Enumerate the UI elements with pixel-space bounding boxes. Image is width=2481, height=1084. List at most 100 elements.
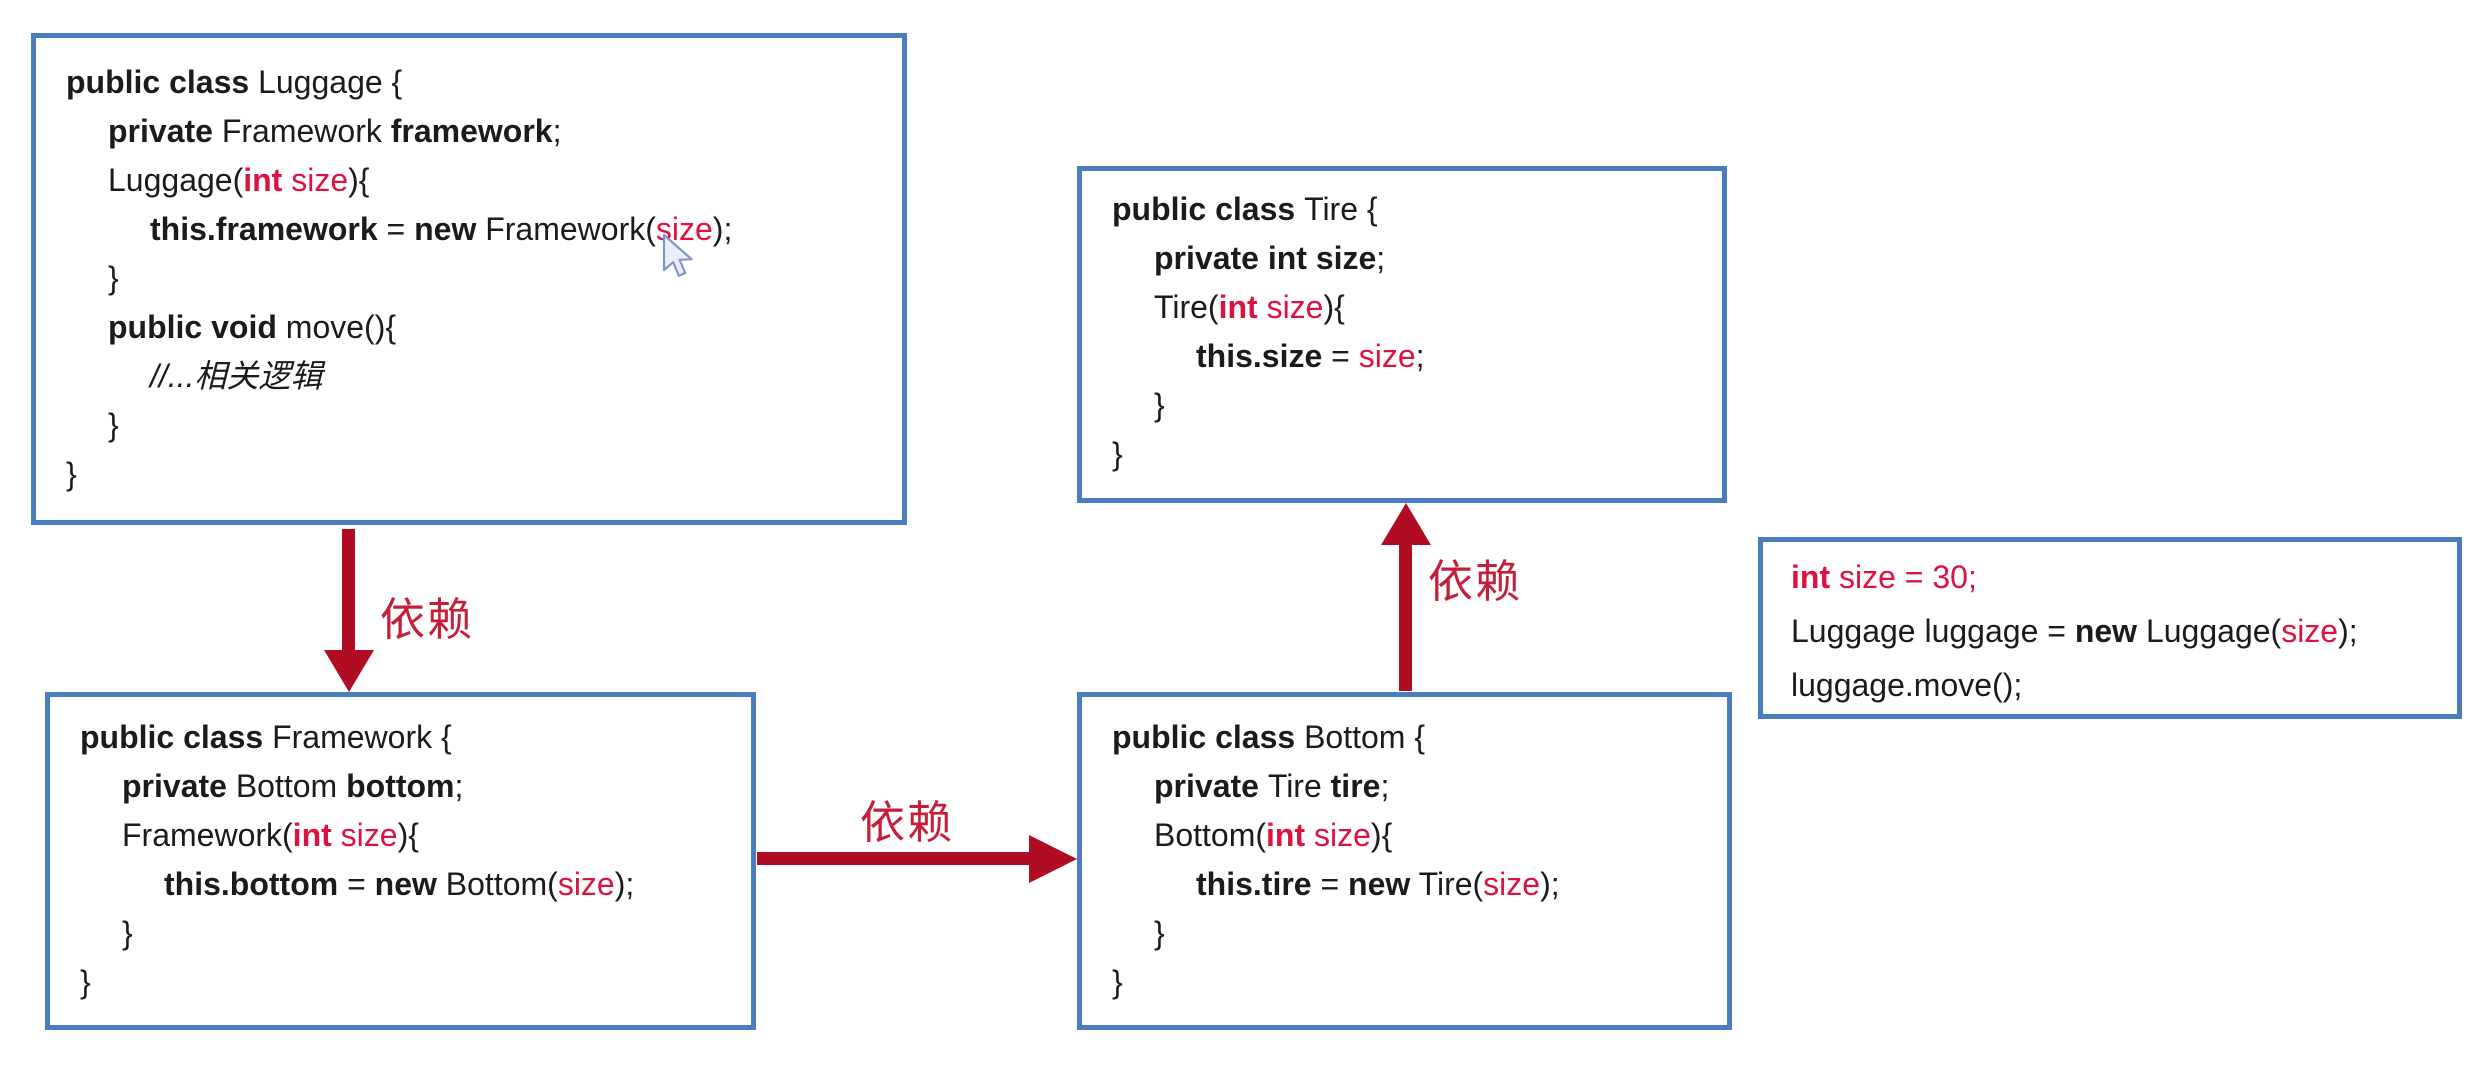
code-line: } [80, 909, 721, 958]
code-token: Luggage { [258, 64, 403, 100]
code-token: } [122, 915, 133, 951]
code-line: } [66, 450, 872, 499]
code-token: Luggage( [2137, 613, 2282, 649]
code-line: public void move(){ [66, 303, 872, 352]
class-box-bottom: public class Bottom {private Tire tire;B… [1077, 692, 1732, 1030]
code-line: Luggage(int size){ [66, 156, 872, 205]
dependency-label-luggage-framework: 依赖 [380, 594, 475, 645]
code-token: ); [1540, 866, 1560, 902]
code-token: bottom [346, 768, 455, 804]
code-token: Framework( [122, 817, 293, 853]
code-token: framework [390, 113, 553, 149]
code-token: ; [1380, 768, 1390, 804]
code-token: Tire( [1154, 289, 1219, 325]
code-token: ); [2338, 613, 2358, 649]
code-token: size [1358, 338, 1416, 374]
code-token: private int size [1154, 240, 1377, 276]
code-token: this.bottom [164, 866, 339, 902]
code-token: Bottom( [436, 866, 558, 902]
code-line: this.framework = new Framework(size); [66, 205, 872, 254]
dependency-arrow-bottom-to-tire [1399, 543, 1412, 691]
code-line: Framework(int size){ [80, 811, 721, 860]
code-token: luggage.move(); [1791, 667, 2023, 703]
dependency-arrow-framework-to-bottom [757, 852, 1033, 865]
code-line: private Tire tire; [1112, 762, 1697, 811]
mouse-arrow-cursor-icon [662, 233, 693, 277]
code-line: int size = 30; [1791, 550, 2429, 604]
code-token: int [243, 162, 292, 198]
dependency-label-framework-bottom: 依赖 [860, 797, 955, 848]
arrowhead-down-icon [324, 650, 374, 692]
code-token: Framework( [476, 211, 656, 247]
code-token: size [1314, 817, 1371, 853]
code-token: size [1266, 289, 1324, 325]
dependency-label-bottom-tire: 依赖 [1428, 556, 1523, 607]
code-token: = [377, 211, 415, 247]
code-line: } [66, 254, 872, 303]
code-token: Bottom( [1154, 817, 1267, 853]
code-token: = [338, 866, 375, 902]
code-token: size [1483, 866, 1541, 902]
code-line: this.tire = new Tire(size); [1112, 860, 1697, 909]
code-token: new [1348, 866, 1411, 902]
code-token: ; [454, 768, 464, 804]
code-line: Luggage luggage = new Luggage(size); [1791, 604, 2429, 658]
code-line: public class Luggage { [66, 58, 872, 107]
code-line: luggage.move(); [1791, 658, 2429, 712]
code-line: private Bottom bottom; [80, 762, 721, 811]
code-token: } [108, 260, 119, 296]
code-token: Framework [221, 113, 391, 149]
code-token: ){ [348, 162, 370, 198]
code-line: } [80, 958, 721, 1007]
code-line: private Framework framework; [66, 107, 872, 156]
code-line: private int size; [1112, 234, 1692, 283]
code-token: Bottom [235, 768, 347, 804]
code-token: size [557, 866, 615, 902]
code-token: ; [552, 113, 562, 149]
code-line: } [1112, 909, 1697, 958]
code-line: Tire(int size){ [1112, 283, 1692, 332]
arrowhead-up-icon [1381, 503, 1431, 545]
code-line: } [66, 401, 872, 450]
code-token: new [414, 211, 477, 247]
code-token: = [1322, 338, 1359, 374]
code-token: int [1218, 289, 1267, 325]
code-line: } [1112, 381, 1692, 430]
code-token: this.size [1196, 338, 1323, 374]
code-token: } [1154, 387, 1165, 423]
code-token: } [1112, 964, 1123, 1000]
code-token: = [1311, 866, 1349, 902]
code-token: Tire( [1410, 866, 1484, 902]
code-token: private [122, 768, 236, 804]
code-line: public class Framework { [80, 713, 721, 762]
code-token: Luggage luggage = [1791, 613, 2075, 649]
code-line: } [1112, 430, 1692, 479]
code-token: //...相关逻辑 [150, 358, 323, 394]
code-token: private [1154, 768, 1268, 804]
code-line: //...相关逻辑 [66, 352, 872, 401]
code-token: Bottom { [1304, 719, 1426, 755]
code-token: public void [108, 309, 286, 345]
code-token: Luggage( [108, 162, 244, 198]
code-token: ){ [397, 817, 419, 853]
code-token: } [108, 407, 119, 443]
code-token: public class [66, 64, 259, 100]
code-token: tire [1330, 768, 1381, 804]
code-token: ); [614, 866, 635, 902]
code-token: this.tire [1196, 866, 1312, 902]
dependency-arrow-luggage-to-framework [342, 529, 355, 653]
code-token: size [340, 817, 398, 853]
code-token: } [80, 964, 91, 1000]
code-token: move(){ [285, 309, 397, 345]
code-token: ; [1376, 240, 1386, 276]
code-token: new [374, 866, 437, 902]
code-token: } [1112, 436, 1123, 472]
code-line: public class Bottom { [1112, 713, 1697, 762]
code-token: } [66, 456, 77, 492]
code-line: Bottom(int size){ [1112, 811, 1697, 860]
code-token: Framework { [272, 719, 452, 755]
code-token: public class [1112, 191, 1305, 227]
code-token: this.framework [150, 211, 378, 247]
class-box-tire: public class Tire {private int size;Tire… [1077, 166, 1727, 503]
code-line: } [1112, 958, 1697, 1007]
